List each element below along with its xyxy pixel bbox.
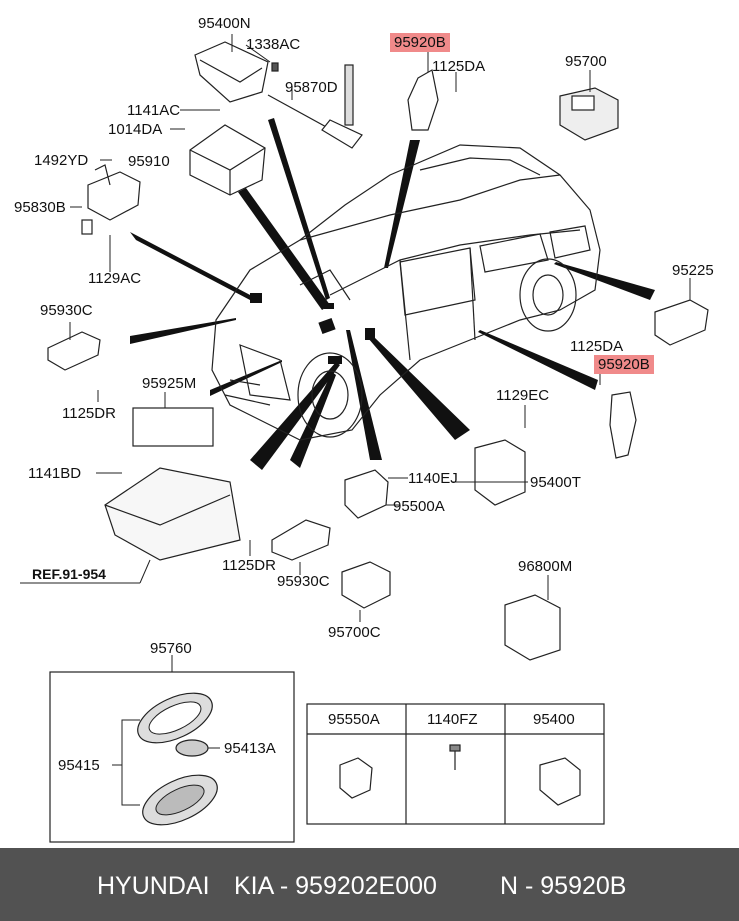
label-95415: 95415 bbox=[58, 757, 100, 774]
label-1492YD: 1492YD bbox=[34, 152, 89, 169]
label-95700C: 95700C bbox=[328, 624, 381, 641]
label-95400N: 95400N bbox=[198, 15, 251, 32]
component-drawings bbox=[47, 41, 709, 661]
label-96800M: 96800M bbox=[518, 558, 573, 575]
label-95400T: 95400T bbox=[530, 474, 581, 491]
table-header-1140FZ: 1140FZ bbox=[427, 711, 478, 728]
remote-section bbox=[49, 671, 295, 843]
label-95500A: 95500A bbox=[393, 498, 445, 515]
label-95925M: 95925M bbox=[142, 375, 197, 392]
parts-table bbox=[306, 703, 605, 825]
label-1125DR-mid: 1125DR bbox=[222, 557, 276, 574]
vehicle-component-marks bbox=[250, 293, 375, 364]
label-1129AC: 1129AC bbox=[88, 270, 142, 287]
ref-link[interactable]: REF.91-954 bbox=[32, 566, 106, 582]
label-95413A: 95413A bbox=[224, 740, 276, 757]
label-95910: 95910 bbox=[128, 153, 170, 170]
label-95700: 95700 bbox=[565, 53, 607, 70]
label-95920B-right: 95920B bbox=[594, 355, 654, 374]
label-95830B: 95830B bbox=[14, 199, 66, 216]
parts-diagram: 95400N 1338AC 95920B 1125DA 95700 95870D… bbox=[14, 15, 714, 843]
label-1125DA-right: 1125DA bbox=[570, 338, 624, 355]
label-95760: 95760 bbox=[150, 640, 192, 657]
vehicle-outline bbox=[211, 144, 601, 441]
footer-bar: HYUNDAI KIA - 959202E000 N - 95920B bbox=[0, 848, 739, 921]
label-1014DA: 1014DA bbox=[108, 121, 163, 138]
label-1125DA-top: 1125DA bbox=[432, 58, 486, 75]
footer-code: KIA - 959202E000 bbox=[234, 872, 437, 900]
label-1141AC: 1141AC bbox=[127, 102, 181, 119]
table-header-95400: 95400 bbox=[533, 711, 575, 728]
table-header-95550A: 95550A bbox=[328, 711, 380, 728]
diagram-drawing bbox=[20, 34, 709, 843]
label-1338AC: 1338AC bbox=[246, 36, 301, 53]
leader-lines bbox=[20, 34, 691, 806]
footer-brand: HYUNDAI bbox=[97, 872, 210, 900]
label-1141BD: 1141BD bbox=[28, 465, 82, 482]
label-95930C-mid: 95930C bbox=[277, 573, 330, 590]
label-95225: 95225 bbox=[672, 262, 714, 279]
label-1140EJ: 1140EJ bbox=[408, 470, 458, 487]
label-1129EC: 1129EC bbox=[496, 387, 550, 404]
label-95930C-left: 95930C bbox=[40, 302, 93, 319]
footer-number: N - 95920B bbox=[500, 872, 627, 900]
label-1125DR-left: 1125DR bbox=[62, 405, 116, 422]
label-95920B-top: 95920B bbox=[390, 33, 450, 52]
label-95870D: 95870D bbox=[285, 79, 338, 96]
